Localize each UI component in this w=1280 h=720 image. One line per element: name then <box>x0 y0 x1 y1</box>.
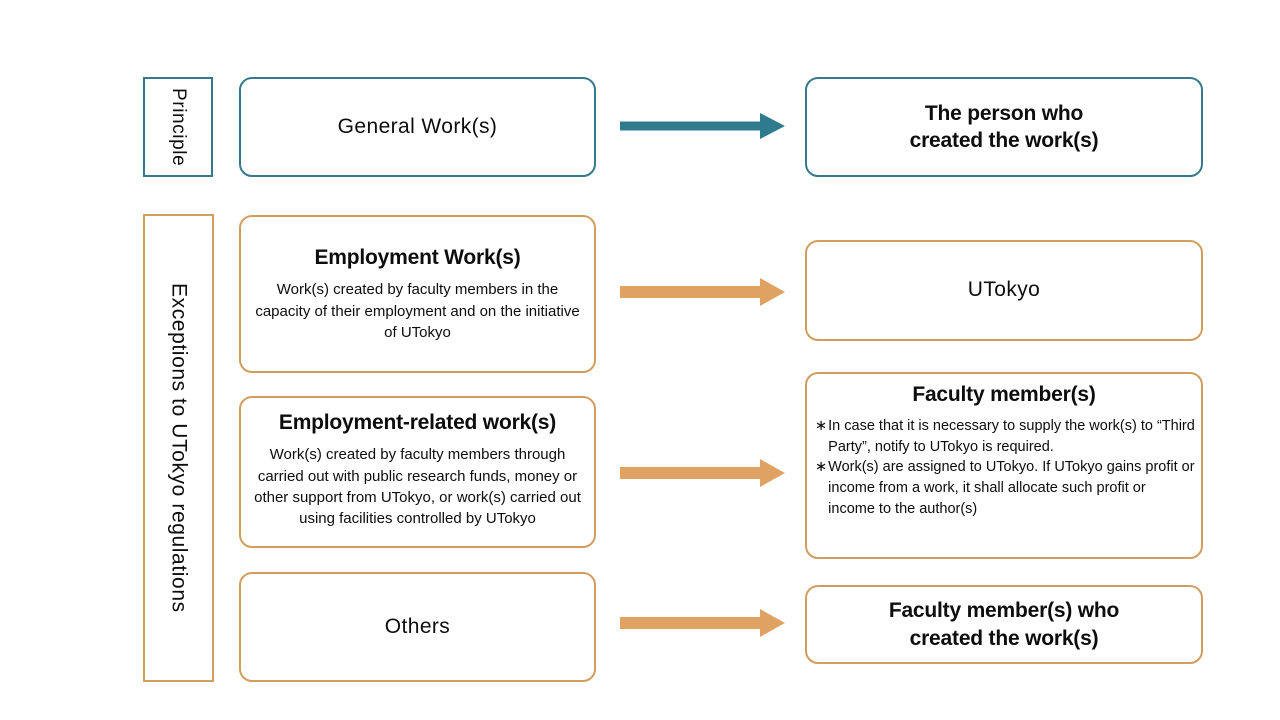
target-box-utokyo: UTokyo <box>805 240 1203 341</box>
note-item: ∗ In case that it is necessary to supply… <box>815 416 1195 457</box>
target-box-creator-line1: The person who <box>924 101 1084 125</box>
note-item-text: In case that it is necessary to supply t… <box>828 418 1195 455</box>
arrow-right-orange-3 <box>620 609 785 637</box>
target-box-utokyo-line1: UTokyo <box>967 278 1041 302</box>
arrow-right-orange-1 <box>620 278 785 306</box>
target-box-faculty-creator: Faculty member(s) who created the work(s… <box>805 585 1203 664</box>
note-item: ∗ Work(s) are assigned to UTokyo. If UTo… <box>815 457 1195 519</box>
target-box-faculty-creator-line1: Faculty member(s) who <box>888 599 1120 623</box>
category-rail-exceptions-label: Exceptions to UTokyo regulations <box>167 283 191 613</box>
source-box-general-works-title: General Work(s) <box>337 114 498 138</box>
source-box-others: Others <box>239 572 596 682</box>
asterisk-icon: ∗ <box>815 418 828 435</box>
source-box-employment-works-body: Work(s) created by faculty members in th… <box>255 281 580 341</box>
source-box-employment-related-works: Employment-related work(s) Work(s) creat… <box>239 396 596 548</box>
target-box-creator: The person who created the work(s) <box>805 77 1203 177</box>
note-item-text: Work(s) are assigned to UTokyo. If UToky… <box>828 459 1195 517</box>
target-box-faculty-members-notes: ∗ In case that it is necessary to supply… <box>807 416 1201 519</box>
arrow-right-teal-1 <box>620 113 785 139</box>
target-box-faculty-members-title: Faculty member(s) <box>912 383 1096 406</box>
asterisk-icon: ∗ <box>815 459 828 476</box>
category-rail-principle: Principle <box>143 77 213 177</box>
source-box-employment-related-works-body: Work(s) created by faculty members throu… <box>254 446 581 528</box>
target-box-faculty-creator-line2: created the work(s) <box>909 626 1099 650</box>
category-rail-principle-label: Principle <box>168 87 189 167</box>
target-box-faculty-members: Faculty member(s) ∗ In case that it is n… <box>805 372 1203 559</box>
arrow-right-orange-2 <box>620 459 785 487</box>
source-box-general-works: General Work(s) <box>239 77 596 177</box>
target-box-creator-line2: created the work(s) <box>909 129 1099 152</box>
source-box-employment-works-title: Employment Work(s) <box>314 246 521 269</box>
source-box-employment-related-works-title: Employment-related work(s) <box>278 411 557 434</box>
source-box-others-title: Others <box>384 614 451 638</box>
category-rail-exceptions: Exceptions to UTokyo regulations <box>143 214 214 682</box>
source-box-employment-works: Employment Work(s) Work(s) created by fa… <box>239 215 596 373</box>
